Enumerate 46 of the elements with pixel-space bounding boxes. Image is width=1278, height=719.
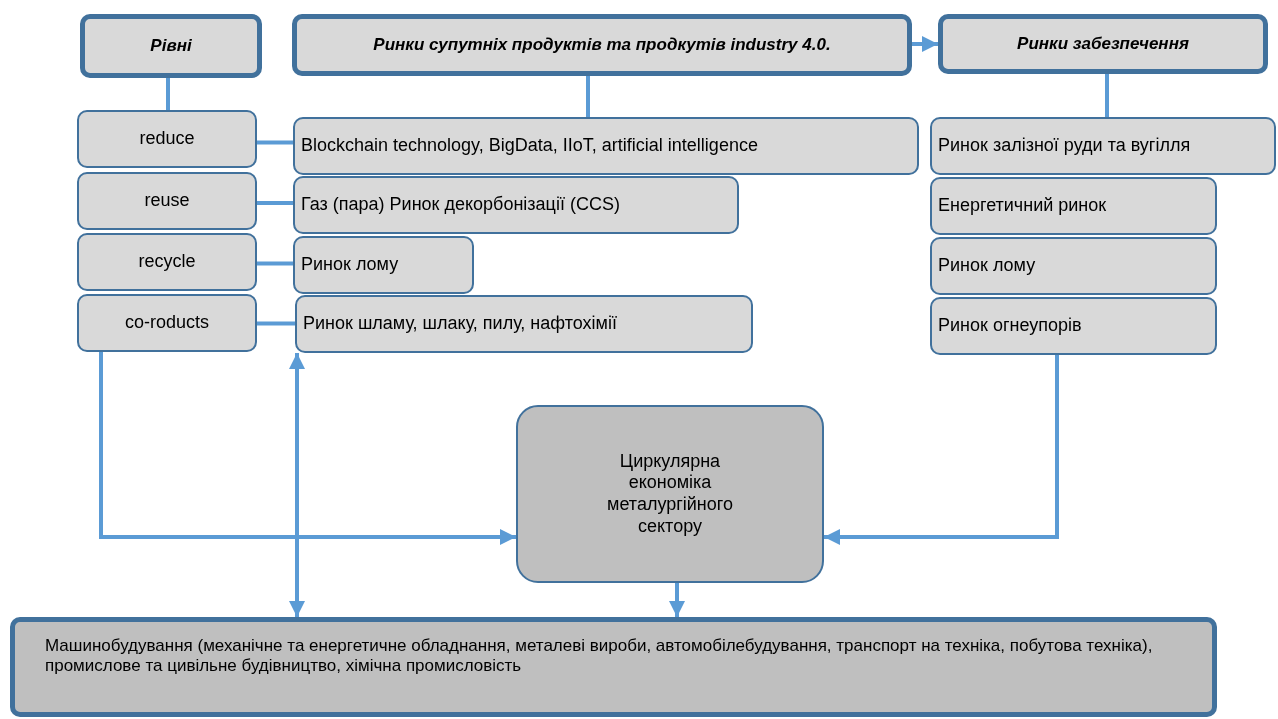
box-label: Ринок лому: [301, 254, 399, 276]
box-label: Ринки супутніх продуктів та продкутів industry 4.0.: [373, 34, 831, 56]
box-label: Ринок огнеупорів: [938, 315, 1082, 337]
box-label: reuse: [144, 190, 190, 212]
market-box: [930, 297, 1217, 355]
box-label: Рівні: [150, 35, 192, 57]
level-box: [77, 110, 257, 168]
connector-line: [166, 78, 170, 110]
market-box: [293, 236, 474, 294]
level-box: [77, 294, 257, 352]
connector-line: [257, 321, 295, 326]
box-label: reduce: [139, 128, 195, 150]
market-box: [293, 176, 739, 234]
connector-line: [586, 76, 590, 117]
connector-line: [257, 261, 293, 266]
level-box: [77, 172, 257, 230]
market-box: [930, 117, 1276, 175]
connector-line: [257, 201, 293, 205]
arrow: [669, 583, 685, 617]
market-box: [293, 117, 919, 175]
box-label: Ринок залізної руди та вугілля: [938, 135, 1191, 157]
box-label: recycle: [138, 251, 196, 273]
box-label: Blockchain technology, BigData, IIoT, artificial intelligence: [301, 135, 758, 157]
arrow: [912, 36, 938, 52]
box-label: Енергетичний ринок: [938, 195, 1107, 217]
box-label: Ринок лому: [938, 255, 1036, 277]
box-label: Машинобудування (механічне та енергетичне обладнання, металеві вироби, автомобілебудування, транспорт на техніка, побутова техніка), промислове та цивільне будівництво, хімічна промисловість: [45, 636, 1154, 677]
market-box: [930, 237, 1217, 295]
market-box: [295, 295, 753, 353]
connector-line: [257, 140, 293, 145]
box-label: Ринок шламу, шлаку, пилу, нафтохімії: [303, 313, 617, 335]
industry-box: [10, 617, 1217, 717]
arrow: [289, 353, 305, 617]
box-label: Газ (пара) Ринок декорбонізації (CCS): [301, 194, 620, 216]
arrow: [824, 355, 1059, 545]
box-label: Ринки забезпечення: [1017, 33, 1189, 55]
connector-line: [1105, 74, 1109, 117]
level-box: [77, 233, 257, 291]
header-box: [292, 14, 912, 76]
box-label: Циркулярна економіка металургійного сектору: [606, 450, 734, 538]
market-box: [930, 177, 1217, 235]
box-label: co-roducts: [124, 312, 209, 334]
header-box: [80, 14, 262, 78]
arrow: [99, 352, 516, 545]
header-box: [938, 14, 1268, 74]
central-box: [516, 405, 824, 583]
